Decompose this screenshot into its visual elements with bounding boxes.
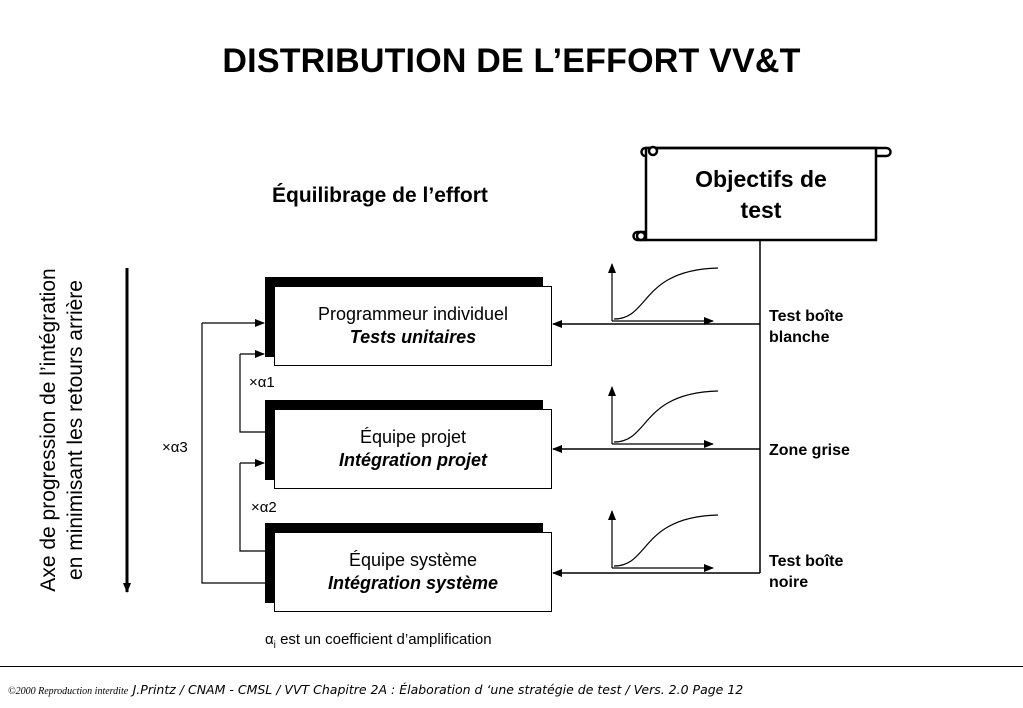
box-equipe-systeme: Équipe système Intégration système (274, 532, 552, 612)
alpha-legend: αi est un coefficient d’amplification (265, 631, 492, 651)
box-1-line-1: Programmeur individuel (317, 304, 509, 324)
objectives-line-1: Objectifs de (695, 166, 827, 192)
objectives-line-2: test (740, 197, 782, 223)
box-equipe-projet: Équipe projet Intégration projet (274, 409, 552, 489)
s-curve-plot-1 (608, 263, 719, 325)
s-curve-plot-2 (608, 386, 719, 448)
legend-alpha: α (265, 631, 274, 648)
zone-1-line-2: blanche (769, 329, 830, 346)
footer-text: J.Printz / CNAM - CMSL / VVT Chapitre 2A… (132, 682, 744, 697)
s-curve-plot-3 (608, 510, 719, 572)
zone-2-line-1: Zone grise (769, 442, 850, 459)
page-title: DISTRIBUTION DE L’EFFORT VV&T (222, 42, 801, 80)
legend-text: est un coefficient d’amplification (275, 631, 492, 648)
objectives-scroll-icon (632, 145, 892, 242)
coef-alpha1: ×α1 (249, 374, 275, 391)
objectives-label: Objectifs de test (648, 164, 874, 226)
footer-copyright: ©2000 Reproduction interdite (8, 686, 129, 697)
zone-3-line-1: Test boîte (769, 553, 844, 570)
zone-label-white-box: Test boîte blanche (769, 306, 843, 348)
feedback-loop-alpha1 (239, 350, 265, 433)
feedback-loop-alpha3 (201, 319, 265, 584)
legend-subscript: i (273, 640, 276, 651)
footer: ©2000 Reproduction interdite J.Printz / … (8, 681, 743, 699)
box-3-line-2: Intégration système (327, 573, 499, 593)
diagram-subtitle: Équilibrage de l’effort (272, 184, 488, 207)
zone-label-black-box: Test boîte noire (769, 551, 843, 593)
axis-label-line-2: en minimisant les retours arrière (64, 280, 87, 580)
coef-alpha3: ×α3 (162, 439, 188, 456)
box-2-line-1: Équipe projet (359, 427, 467, 447)
zone-1-line-1: Test boîte (769, 308, 844, 325)
box-2-line-2: Intégration projet (339, 450, 487, 470)
axis-label-line-1: Axe de progression de l’intégration (37, 268, 60, 592)
axis-label: Axe de progression de l’intégration en m… (35, 240, 105, 620)
footer-divider (0, 666, 1023, 667)
box-1-line-2: Tests unitaires (349, 327, 477, 347)
zone-3-line-2: noire (769, 574, 809, 591)
zone-label-grey: Zone grise (769, 440, 850, 461)
coef-alpha2: ×α2 (251, 499, 277, 516)
box-3-line-1: Équipe système (348, 550, 478, 570)
feedback-loop-alpha2 (239, 459, 265, 552)
box-programmeur: Programmeur individuel Tests unitaires (274, 286, 552, 366)
